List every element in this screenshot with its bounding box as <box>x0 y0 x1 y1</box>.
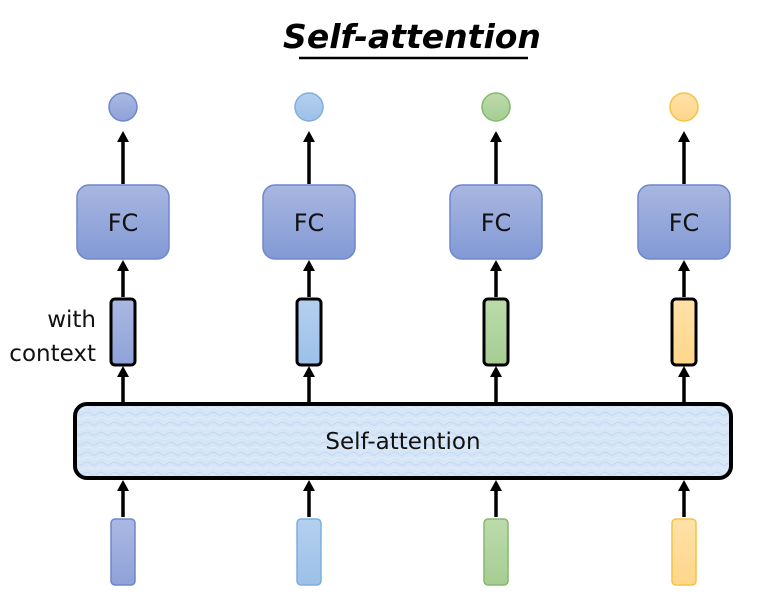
input-arrow-3-head <box>490 480 502 491</box>
context-vector-1 <box>109 297 137 367</box>
fc-label-4: FC <box>669 209 700 237</box>
context-arrow-4-head <box>678 260 690 271</box>
fc-label-3: FC <box>481 209 512 237</box>
fc-box-4 <box>637 184 731 260</box>
context-arrow-3-head <box>490 260 502 271</box>
output-node-3 <box>481 92 511 122</box>
self-attention-block <box>73 402 733 480</box>
context-vector-2 <box>295 297 323 367</box>
output-node-1 <box>108 92 138 122</box>
sa-output-arrow-4-head <box>678 366 690 377</box>
input-arrow-4-head <box>678 480 690 491</box>
input-arrow-2-head <box>303 480 315 491</box>
context-label: context <box>9 341 96 367</box>
fc-output-arrow-4-head <box>678 131 690 142</box>
context-vector-4 <box>670 297 698 367</box>
context-arrow-1-head <box>117 260 129 271</box>
diagram-title: Self-attention <box>283 17 541 56</box>
input-vector-4 <box>671 518 697 586</box>
sa-output-arrow-2-head <box>303 366 315 377</box>
fc-box-2 <box>262 184 356 260</box>
input-vector-2 <box>296 518 322 586</box>
fc-box-1 <box>76 184 170 260</box>
output-node-2 <box>294 92 324 122</box>
sa-output-arrow-1-head <box>117 366 129 377</box>
fc-output-arrow-2-head <box>303 131 315 142</box>
fc-output-arrow-1-head <box>117 131 129 142</box>
input-vector-1 <box>110 518 136 586</box>
fc-label-2: FC <box>294 209 325 237</box>
fc-box-3 <box>449 184 543 260</box>
sa-output-arrow-3-head <box>490 366 502 377</box>
columns: FC FC FC FC <box>76 92 731 586</box>
context-vector-3 <box>482 297 510 367</box>
with-label: with <box>47 307 96 333</box>
self-attention-label: Self-attention <box>325 429 480 455</box>
context-arrow-2-head <box>303 260 315 271</box>
input-arrow-1-head <box>117 480 129 491</box>
fc-label-1: FC <box>108 209 139 237</box>
output-node-4 <box>669 92 699 122</box>
fc-output-arrow-3-head <box>490 131 502 142</box>
input-vector-3 <box>483 518 509 586</box>
